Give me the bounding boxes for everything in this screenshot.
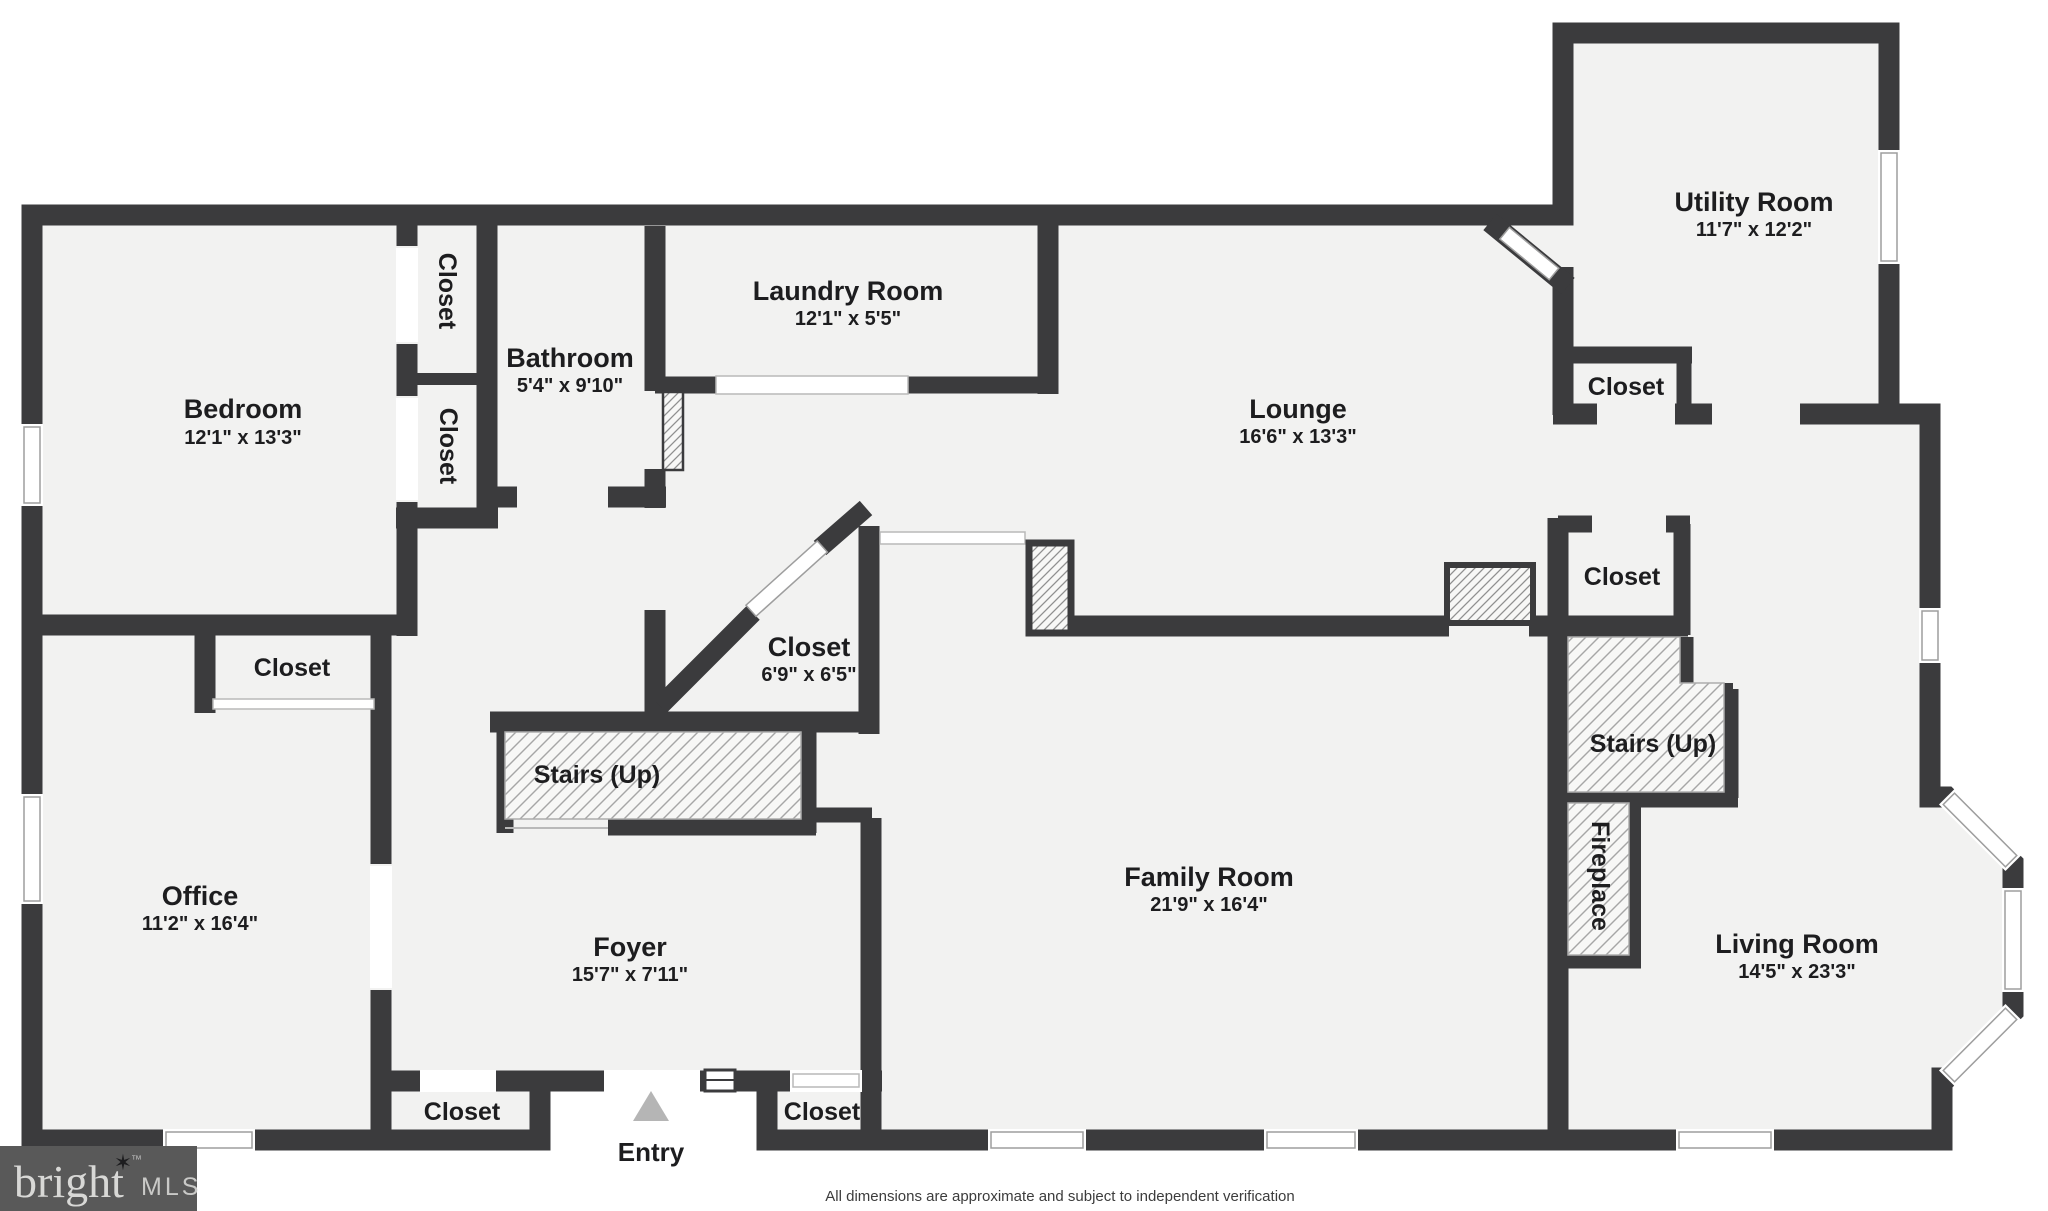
window [1919, 608, 1941, 663]
window [21, 794, 43, 904]
entry-label: Entry [618, 1137, 685, 1167]
footer-disclaimer: All dimensions are approximate and subje… [825, 1188, 1294, 1205]
windows [21, 150, 2024, 1151]
room-dims-laundry: 12'1" x 5'5" [795, 308, 901, 330]
room-dims-hall-closet: 6'9" x 6'5" [761, 664, 856, 686]
family-lounge-door-hatch [1025, 539, 1075, 637]
room-label-bedroom: Bedroom [184, 394, 303, 424]
room-dims-bedroom: 12'1" x 13'3" [184, 427, 301, 449]
room-label-office: Office [162, 881, 239, 911]
entry-arrow-icon [633, 1091, 669, 1121]
room-label-lounge: Lounge [1249, 394, 1346, 424]
room-dims-lounge: 16'6" x 13'3" [1239, 426, 1356, 448]
stairs-label-right: Stairs (Up) [1590, 730, 1716, 758]
lounge-right-door-hatch [1444, 562, 1536, 626]
window [163, 1129, 255, 1151]
room-dims-family: 21'9" x 16'4" [1150, 894, 1267, 916]
brand-mls: MLS [141, 1173, 201, 1201]
room-dims-office: 11'2" x 16'4" [142, 913, 258, 935]
window [1878, 150, 1900, 264]
room-label-bathroom: Bathroom [506, 343, 634, 373]
utility-diagonal-door [1498, 226, 1560, 281]
brand-name: bright [14, 1156, 124, 1207]
window [1938, 788, 2022, 872]
room-label-living: Living Room [1715, 929, 1879, 959]
room-label-foyer: Foyer [593, 932, 667, 962]
brand-trademark: ™ [131, 1154, 142, 1166]
stairs-hatch-right [1567, 636, 1725, 793]
window [988, 1129, 1086, 1151]
fireplace-hatch [1567, 802, 1630, 956]
wall-openings [212, 248, 1800, 1092]
brand-star-icon: ✶ [114, 1150, 132, 1175]
brand-logo: bright ✶ ™ MLS [0, 1146, 201, 1211]
closet-label: Closet [1588, 373, 1665, 401]
bathroom-door-hatch [661, 390, 685, 472]
stairs-label-left: Stairs (Up) [534, 761, 660, 789]
closet-label: Closet [424, 1098, 501, 1126]
brand-logo-background [0, 1146, 197, 1211]
fireplace-label: Fireplace [1586, 821, 1614, 931]
front-door-icon [703, 1068, 737, 1093]
closet-diagonal-door [744, 539, 829, 618]
window [1676, 1129, 1774, 1151]
window [2002, 888, 2024, 992]
room-label-hall-closet: Closet [768, 632, 851, 662]
room-dims-foyer: 15'7" x 7'11" [572, 964, 688, 986]
closet-label: Closet [784, 1098, 861, 1126]
window [1264, 1129, 1358, 1151]
room-dims-bathroom: 5'4" x 9'10" [517, 375, 623, 397]
closet-label: Closet [433, 253, 461, 330]
closet-label: Closet [254, 654, 331, 682]
room-dims-living: 14'5" x 23'3" [1738, 961, 1855, 983]
window [1938, 1003, 2022, 1087]
closet-label: Closet [434, 408, 462, 485]
window [21, 424, 43, 506]
stairs-hatch-left [504, 731, 802, 820]
room-label-family: Family Room [1124, 862, 1294, 892]
room-label-laundry: Laundry Room [753, 276, 944, 306]
room-dims-utility: 11'7" x 12'2" [1696, 219, 1812, 241]
room-label-utility: Utility Room [1675, 187, 1834, 217]
closet-label: Closet [1584, 563, 1661, 591]
